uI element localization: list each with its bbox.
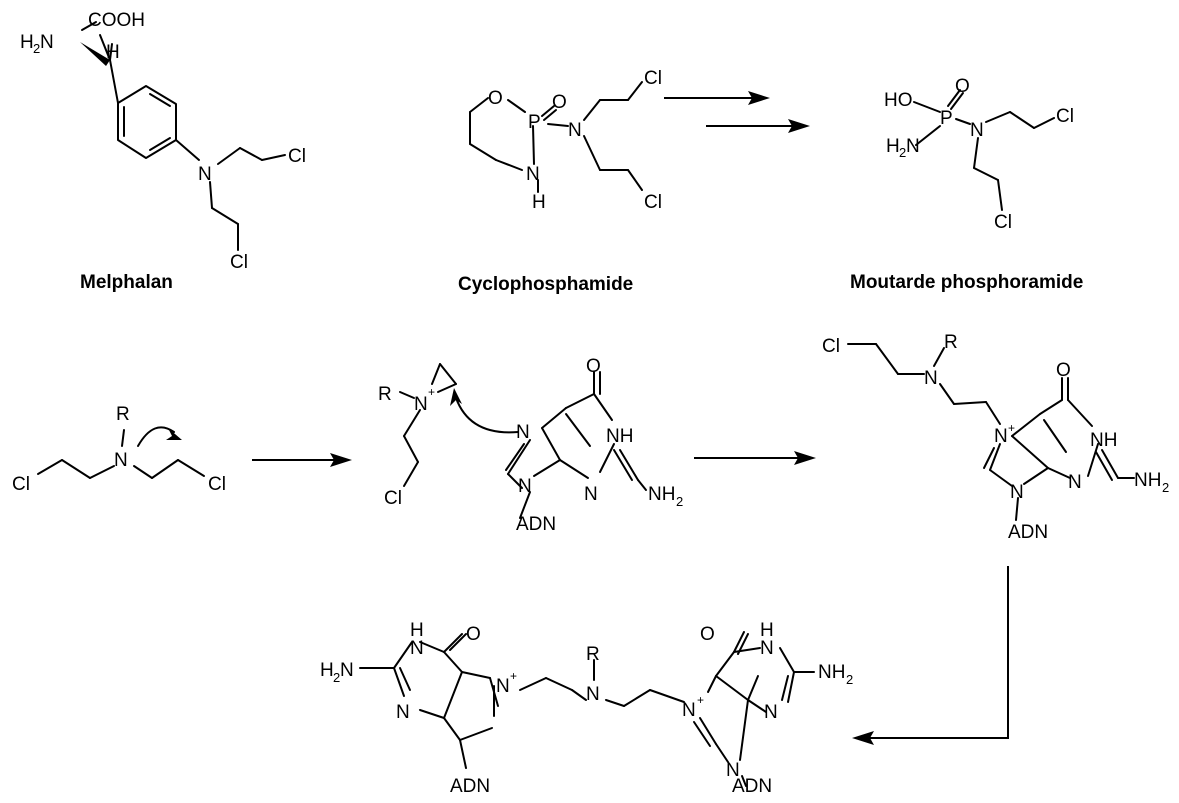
- cl-label: Cl: [384, 488, 402, 509]
- nh-label: NH: [606, 426, 633, 447]
- n-label: N: [906, 136, 920, 157]
- charge-plus: +: [510, 669, 517, 683]
- n-label: N: [396, 702, 410, 723]
- n-label: N: [1010, 482, 1024, 503]
- p-label: P: [940, 108, 953, 129]
- o-label: O: [488, 88, 503, 109]
- n-label: N: [340, 660, 354, 681]
- h-label: H: [106, 42, 120, 63]
- n-label: N: [586, 684, 600, 705]
- reaction-arrow: [694, 451, 816, 465]
- n-label: N: [114, 450, 128, 471]
- ho-label: HO: [884, 90, 913, 111]
- r-label: R: [378, 384, 392, 405]
- cl-label: Cl: [644, 68, 662, 89]
- n-label: N: [682, 700, 696, 721]
- crosslink-arrow: [852, 566, 1009, 745]
- cl-label: Cl: [1056, 106, 1074, 127]
- n-label: N: [994, 426, 1008, 447]
- o-label: O: [955, 76, 970, 97]
- cl-label: Cl: [822, 336, 840, 357]
- n-label: N: [726, 760, 740, 781]
- adn-label: ADN: [1008, 522, 1048, 543]
- n-label: N: [516, 422, 530, 443]
- aziridinium-guanine-structure: R N + Cl N N N NH O NH 2 ADN: [378, 356, 683, 535]
- moutarde-phosphoramide-structure: HO P O N H 2 N Cl Cl: [884, 76, 1074, 233]
- r-label: R: [586, 644, 600, 665]
- nh2-label: NH: [818, 662, 845, 683]
- nh-label: NH: [1090, 430, 1117, 451]
- h-label: H: [410, 620, 424, 641]
- caption-cyclophosphamide: Cyclophosphamide: [458, 274, 633, 295]
- cooh-label: COOH: [88, 10, 145, 31]
- subscript-2: 2: [899, 145, 906, 160]
- cl-label: Cl: [12, 474, 30, 495]
- caption-melphalan: Melphalan: [80, 272, 173, 293]
- o-label: O: [1056, 360, 1071, 381]
- n-label: N: [584, 484, 598, 505]
- n-label: N: [764, 702, 778, 723]
- nitrogen-mustard-structure: Cl R N Cl: [12, 404, 226, 495]
- n-label: N: [760, 638, 774, 659]
- charge-plus: +: [428, 385, 435, 399]
- subscript-2: 2: [676, 494, 683, 509]
- subscript-2: 2: [1162, 480, 1169, 495]
- monoalkylated-guanine-structure: Cl R N N + N N NH O NH 2 ADN: [822, 332, 1169, 543]
- n-label: N: [414, 394, 428, 415]
- caption-moutarde: Moutarde phosphoramide: [850, 272, 1083, 293]
- melphalan-structure: COOH H 2 N H N Cl Cl: [20, 10, 306, 273]
- subscript-2: 2: [33, 41, 40, 56]
- n-label: N: [496, 676, 510, 697]
- p-label: P: [528, 112, 541, 133]
- cl-label: Cl: [208, 474, 226, 495]
- n-label: N: [924, 368, 938, 389]
- n-label: N: [526, 164, 540, 185]
- subscript-2: 2: [846, 672, 853, 687]
- cl-label: Cl: [230, 252, 248, 273]
- charge-plus: +: [1008, 421, 1015, 435]
- h-label: H: [20, 32, 34, 53]
- cl-label: Cl: [994, 212, 1012, 233]
- r-label: R: [944, 332, 958, 353]
- subscript-2: 2: [333, 670, 340, 685]
- n-label: N: [568, 120, 582, 141]
- n-label: N: [970, 120, 984, 141]
- cyclophosphamide-structure: O P O N N H Cl Cl: [469, 68, 662, 213]
- reaction-arrow: [252, 453, 352, 467]
- o-label: O: [552, 92, 567, 113]
- n-label: N: [198, 164, 212, 185]
- r-label: R: [116, 404, 130, 425]
- adn-label: ADN: [516, 514, 556, 535]
- n-label: N: [410, 638, 424, 659]
- o-label: O: [586, 356, 601, 377]
- o-label: O: [700, 624, 715, 645]
- cl-label: Cl: [644, 192, 662, 213]
- nh2-label: NH: [1134, 470, 1161, 491]
- nh2-label: NH: [648, 484, 675, 505]
- adn-label: ADN: [732, 776, 772, 797]
- h-label: H: [886, 136, 900, 157]
- h-label: H: [532, 192, 546, 213]
- h-label: H: [320, 660, 334, 681]
- adn-label: ADN: [450, 776, 490, 797]
- crosslinked-guanine-dimer: H 2 N H N O N N + ADN R N N + O H N NH 2…: [320, 620, 853, 797]
- n-label: N: [40, 32, 54, 53]
- n-label: N: [518, 476, 532, 497]
- cl-label: Cl: [288, 146, 306, 167]
- n-label: N: [1068, 472, 1082, 493]
- o-label: O: [466, 624, 481, 645]
- h-label: H: [760, 620, 774, 641]
- double-arrow: [664, 91, 810, 133]
- charge-plus: +: [697, 693, 704, 707]
